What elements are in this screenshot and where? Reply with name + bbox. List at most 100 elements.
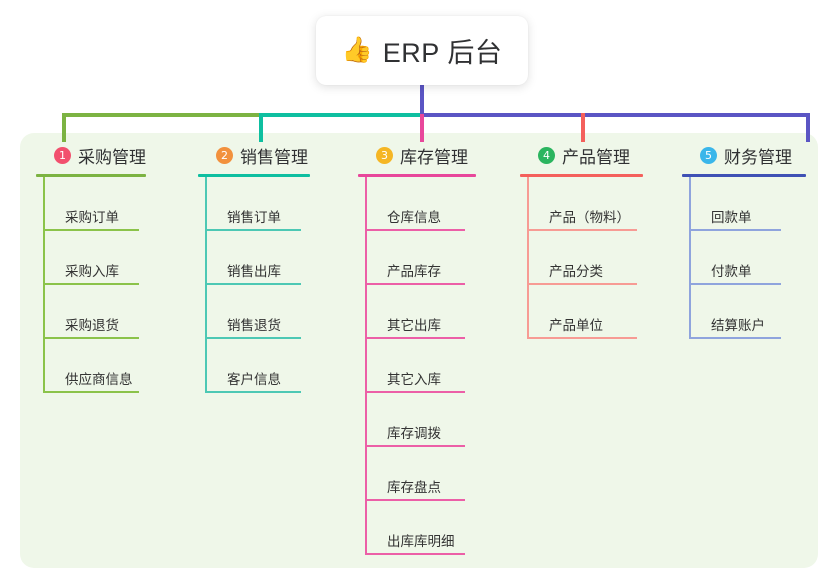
column-drop-connector-1: [62, 113, 66, 142]
leaf-item-rule: [43, 337, 139, 339]
leaf-item-rule: [205, 283, 301, 285]
column-5: 5 财务管理回款单付款单结算账户: [682, 142, 806, 339]
busbar-segment: [259, 113, 420, 117]
column-header-3[interactable]: 3 库存管理: [358, 142, 476, 168]
leaf-item-rule: [365, 553, 465, 555]
column-rule-5: [682, 174, 806, 177]
column-title-4: 产品管理: [562, 147, 630, 167]
column-header-5[interactable]: 5 财务管理: [682, 142, 806, 168]
leaf-item[interactable]: 回款单: [689, 177, 806, 231]
leaf-spine-3: [365, 177, 367, 555]
column-3: 3 库存管理仓库信息产品库存其它出库其它入库库存调拨库存盘点出库库明细: [358, 142, 476, 555]
leaf-item-rule: [527, 229, 637, 231]
column-2: 2 销售管理销售订单销售出库销售退货客户信息: [198, 142, 310, 393]
column-rule-3: [358, 174, 476, 177]
leaf-item-label: 结算账户: [711, 318, 765, 333]
column-1: 1 采购管理采购订单采购入库采购退货供应商信息: [36, 142, 146, 393]
leaf-item[interactable]: 其它入库: [365, 339, 476, 393]
leaf-item-rule: [365, 445, 465, 447]
leaf-item-label: 销售退货: [227, 318, 281, 333]
leaf-item-rule: [365, 391, 465, 393]
column-badge-3: 3: [376, 146, 393, 164]
leaf-item-rule: [527, 337, 637, 339]
leaf-item[interactable]: 其它出库: [365, 285, 476, 339]
column-drop-connector-5: [806, 113, 810, 142]
leaf-item[interactable]: 产品（物料）: [527, 177, 643, 231]
leaf-item[interactable]: 产品库存: [365, 231, 476, 285]
leaf-item-label: 其它出库: [387, 318, 441, 333]
column-drop-connector-3: [420, 113, 424, 142]
leaf-item-label: 采购退货: [65, 318, 119, 333]
leaf-item-label: 销售订单: [227, 210, 281, 225]
column-badge-2: 2: [216, 146, 233, 164]
leaf-item-label: 采购入库: [65, 264, 119, 279]
column-4: 4 产品管理产品（物料） 产品分类产品单位: [520, 142, 643, 339]
column-drop-connector-2: [259, 113, 263, 142]
root-title-card[interactable]: 👍 ERP 后台: [316, 16, 528, 85]
column-header-1[interactable]: 1 采购管理: [36, 142, 146, 168]
leaf-list-1: 采购订单采购入库采购退货供应商信息: [43, 177, 146, 393]
leaf-item[interactable]: 仓库信息: [365, 177, 476, 231]
leaf-item-rule: [527, 283, 637, 285]
leaf-list-3: 仓库信息产品库存其它出库其它入库库存调拨库存盘点出库库明细: [365, 177, 476, 555]
leaf-item-label: 其它入库: [387, 372, 441, 387]
leaf-item-rule: [43, 283, 139, 285]
leaf-item-label: 销售出库: [227, 264, 281, 279]
leaf-item[interactable]: 库存盘点: [365, 447, 476, 501]
leaf-item-label: 产品单位: [549, 318, 603, 333]
leaf-item[interactable]: 采购退货: [43, 285, 146, 339]
leaf-item-label: 库存盘点: [387, 480, 441, 495]
leaf-item-rule: [43, 229, 139, 231]
leaf-item[interactable]: 客户信息: [205, 339, 310, 393]
leaf-item[interactable]: 结算账户: [689, 285, 806, 339]
leaf-item-rule: [365, 283, 465, 285]
leaf-item-rule: [365, 229, 465, 231]
leaf-item[interactable]: 销售退货: [205, 285, 310, 339]
leaf-item-rule: [689, 229, 781, 231]
leaf-item-label: 供应商信息: [65, 372, 133, 387]
column-badge-1: 1: [54, 146, 71, 164]
column-rule-1: [36, 174, 146, 177]
leaf-item[interactable]: 销售出库: [205, 231, 310, 285]
root-title-text: ERP 后台: [382, 38, 503, 68]
column-badge-5: 5: [700, 146, 717, 164]
leaf-item-label: 产品分类: [549, 264, 603, 279]
leaf-item[interactable]: 供应商信息: [43, 339, 146, 393]
column-title-3: 库存管理: [400, 147, 468, 167]
leaf-list-4: 产品（物料） 产品分类产品单位: [527, 177, 643, 339]
column-title-5: 财务管理: [724, 147, 792, 167]
leaf-item[interactable]: 采购入库: [43, 231, 146, 285]
leaf-item[interactable]: 产品分类: [527, 231, 643, 285]
leaf-spine-5: [689, 177, 691, 339]
leaf-item-label: 产品（物料）: [549, 210, 630, 225]
diagram-board: [20, 133, 818, 568]
column-header-4[interactable]: 4 产品管理: [520, 142, 643, 168]
column-rule-4: [520, 174, 643, 177]
busbar-segment: [420, 113, 806, 117]
column-drop-connector-4: [581, 113, 585, 142]
leaf-spine-1: [43, 177, 45, 393]
leaf-spine-2: [205, 177, 207, 393]
column-title-1: 采购管理: [78, 147, 146, 167]
leaf-item-rule: [43, 391, 139, 393]
leaf-list-5: 回款单付款单结算账户: [689, 177, 806, 339]
leaf-item-label: 出库库明细: [387, 534, 455, 549]
leaf-item[interactable]: 产品单位: [527, 285, 643, 339]
thumbs-up-icon: 👍: [341, 36, 373, 64]
leaf-item-rule: [205, 391, 301, 393]
leaf-item-label: 产品库存: [387, 264, 441, 279]
leaf-item-rule: [205, 229, 301, 231]
leaf-item[interactable]: 付款单: [689, 231, 806, 285]
column-header-2[interactable]: 2 销售管理: [198, 142, 310, 168]
leaf-item[interactable]: 采购订单: [43, 177, 146, 231]
column-badge-4: 4: [538, 146, 555, 164]
leaf-item[interactable]: 出库库明细: [365, 501, 476, 555]
trunk-connector: [420, 85, 424, 114]
leaf-item[interactable]: 库存调拨: [365, 393, 476, 447]
busbar-segment: [62, 113, 259, 117]
column-title-2: 销售管理: [240, 147, 308, 167]
leaf-item-label: 客户信息: [227, 372, 281, 387]
leaf-item-label: 付款单: [711, 264, 752, 279]
leaf-item[interactable]: 销售订单: [205, 177, 310, 231]
